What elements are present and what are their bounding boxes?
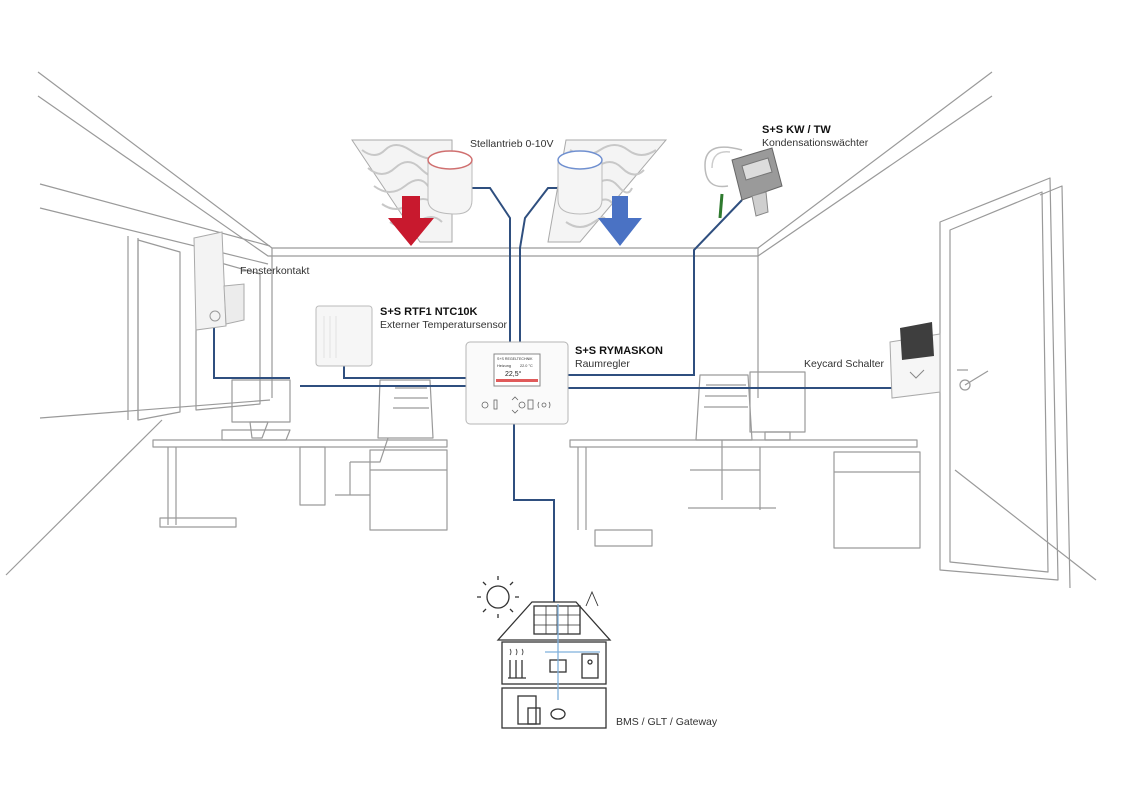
controller-temperature: 22,5° [505,370,522,378]
external-temperature-sensor-icon [315,305,373,367]
external-temp-sensor-label: S+S RTF1 NTC10K Externer Temperatursenso… [380,306,507,332]
condensation-sensor-icon [704,146,783,219]
stellantrieb-text: Stellantrieb 0-10V [470,138,554,150]
bms-label: BMS / GLT / Gateway [616,716,717,729]
controller-mode: Heizung [497,364,511,368]
condensation-sensor-label: S+S KW / TW Kondensationswächter [762,124,868,150]
room-controller-label: S+S RYMASKON Raumregler [575,345,663,371]
actuator-heating-icon [427,150,473,215]
external-temp-sensor-subtitle: Externer Temperatursensor [380,319,508,331]
controller-setpoint: 22.0 °C [520,364,533,368]
keycard-switch-label: Keycard Schalter [804,358,884,371]
room-controller: S+S REGELTECHNIK Heizung 22.0 °C 22,5° [465,341,569,425]
heating-arrow-icon [388,196,434,246]
external-temp-sensor-title: S+S RTF1 NTC10K [380,306,478,318]
room-controller-subtitle: Raumregler [575,358,630,370]
controller-brand: S+S REGELTECHNIK [497,357,533,361]
cooling-arrow-icon [598,196,642,246]
window-contact-text: Fensterkontakt [240,265,310,277]
bms-house-icon [477,576,612,729]
stellantrieb-label: Stellantrieb 0-10V [470,138,553,151]
condensation-sensor-subtitle: Kondensationswächter [762,137,869,149]
bms-text: BMS / GLT / Gateway [616,716,718,728]
keycard-switch-text: Keycard Schalter [804,358,884,370]
condensation-sensor-title: S+S KW / TW [762,124,831,136]
window-contact-label: Fensterkontakt [240,265,309,278]
room-controller-title: S+S RYMASKON [575,345,663,357]
keycard-switch-icon [889,322,941,399]
window-contact-icon [193,231,245,331]
actuator-cooling-icon [557,150,603,215]
room-sketch [5,71,1097,589]
